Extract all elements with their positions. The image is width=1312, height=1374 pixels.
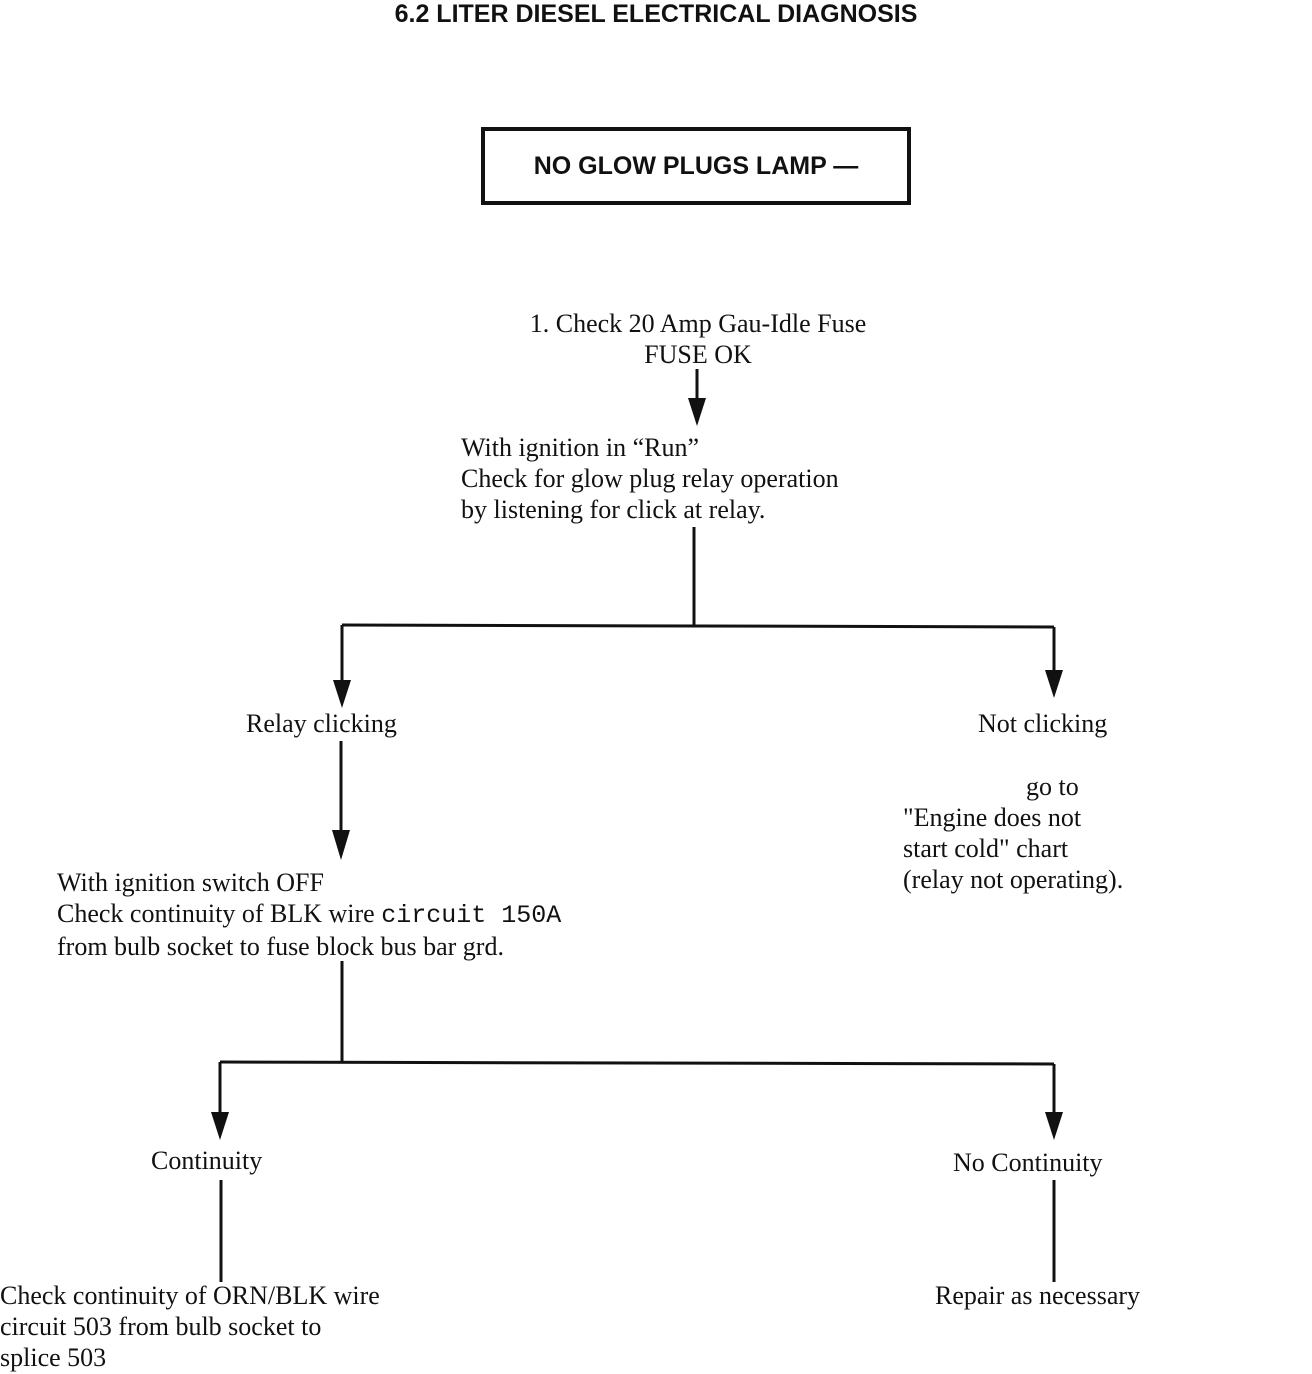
orn-blk-wire-check: Check continuity of ORN/BLK wire circuit… [0,1280,380,1373]
arrow-head-continuity [211,1112,229,1140]
arrow-head-relay-clicking [333,680,351,708]
header-box: NO GLOW PLUGS LAMP — [481,127,911,205]
step1-fuse-check: 1. Check 20 Amp Gau-Idle Fuse FUSE OK [448,308,948,370]
not-clicking-action-line2: "Engine does not [903,803,1082,832]
continuity-label: Continuity [151,1146,263,1175]
orn-check-line2: circuit 503 from bulb socket to [0,1312,322,1341]
no-continuity-label: No Continuity [953,1148,1103,1177]
not-clicking-action-line4: (relay not operating). [903,865,1124,894]
blk-check-line3: from bulb socket to fuse block bus bar g… [57,932,504,961]
orn-check-line1: Check continuity of ORN/BLK wire [0,1281,380,1310]
blk-check-circuit: circuit 150A [381,901,562,930]
not-clicking-action-line1: go to [1026,772,1079,801]
connector-continuity-branch [219,1060,1055,1066]
relay-check-line2: Check for glow plug relay operation [461,464,839,493]
blk-check-line2-prefix: Check continuity of BLK wire [57,899,382,928]
arrow-head-relay-check [688,398,706,426]
blk-check-line2: Check continuity of BLK wire circuit 150… [57,898,561,931]
blk-wire-check: With ignition switch OFF Check continuit… [57,867,561,962]
not-clicking-action-line3: start cold" chart [903,834,1069,863]
not-clicking-label: Not clicking [978,709,1108,738]
connector-relay-branch [341,623,1055,629]
relay-operation-check: With ignition in “Run” Check for glow pl… [461,432,839,525]
not-clicking-action: go to "Engine does not start cold" chart… [903,771,1123,895]
relay-clicking-label: Relay clicking [246,709,397,738]
blk-check-line1: With ignition switch OFF [57,868,324,897]
relay-check-line1: With ignition in “Run” [461,433,699,462]
repair-label: Repair as necessary [935,1281,1141,1310]
page-title: 6.2 LITER DIESEL ELECTRICAL DIAGNOSIS [394,0,918,28]
header-box-label: NO GLOW PLUGS LAMP — [533,151,859,180]
relay-check-line3: by listening for click at relay. [461,495,766,524]
arrow-head-no-continuity [1045,1112,1063,1140]
arrow-head-blk-check [332,830,350,860]
orn-check-line3: splice 503 [0,1343,107,1372]
arrow-head-not-clicking [1045,670,1063,698]
step1-line2: FUSE OK [644,340,752,369]
step1-line1: 1. Check 20 Amp Gau-Idle Fuse [529,309,867,338]
